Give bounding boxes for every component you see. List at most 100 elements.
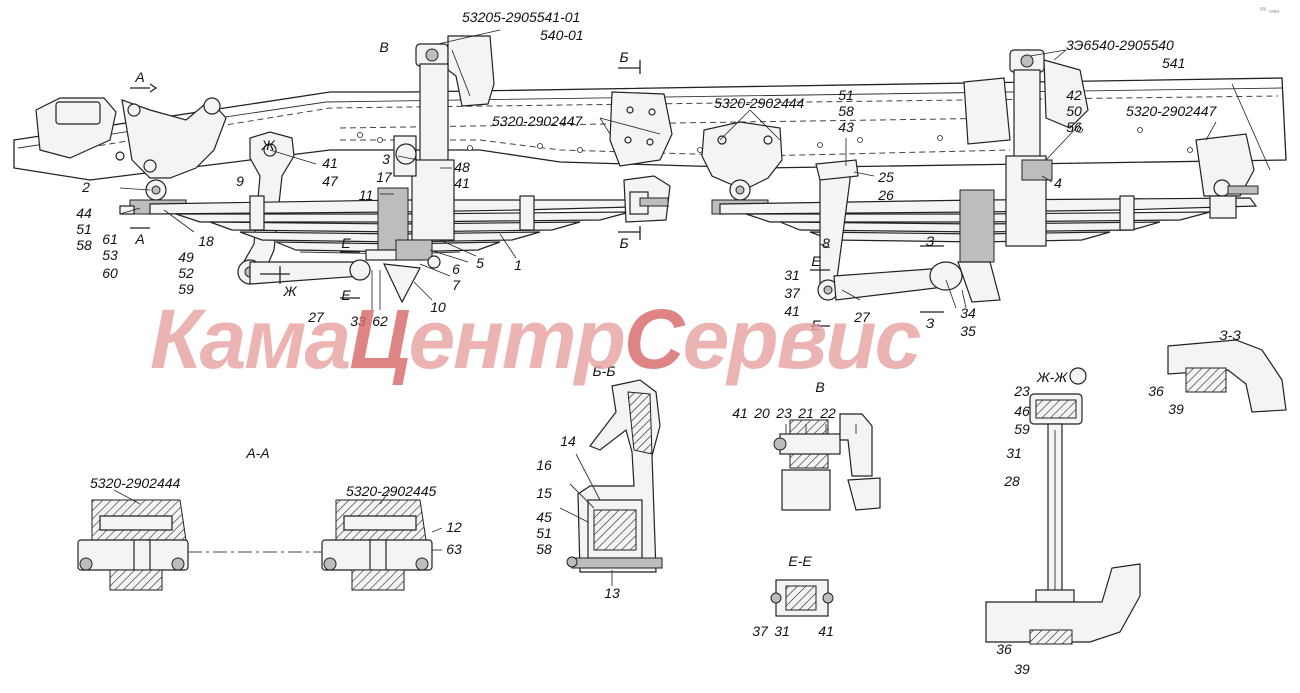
callout: 58 bbox=[838, 103, 854, 119]
watermark-part5: ервис bbox=[683, 292, 921, 386]
part-number-label: 541 bbox=[1162, 55, 1185, 71]
callout: 37 bbox=[784, 285, 801, 301]
section-aa-left bbox=[77, 489, 189, 591]
callout: 53 bbox=[102, 247, 118, 263]
part-number-label: 3Э6540-2905540 bbox=[1066, 37, 1174, 53]
section-ee bbox=[770, 579, 834, 617]
callout: 60 bbox=[102, 265, 118, 281]
callout: 13 bbox=[604, 585, 620, 601]
callout: 50 bbox=[1066, 103, 1082, 119]
callout: 51 bbox=[536, 525, 552, 541]
part-number-label: 5320-2902444 bbox=[90, 475, 181, 491]
callout: 31 bbox=[1006, 445, 1022, 461]
front-stabiliser-link bbox=[249, 259, 371, 285]
rear-leaf-spring bbox=[719, 189, 1258, 263]
callout: 2 bbox=[81, 179, 90, 195]
section-title: Е-Е bbox=[788, 553, 812, 569]
part-number-label: 5320-2902445 bbox=[346, 483, 437, 499]
callout: 41 bbox=[784, 303, 800, 319]
callout: 21 bbox=[797, 405, 814, 421]
rear-end-bracket bbox=[1195, 133, 1259, 219]
callout: 58 bbox=[536, 541, 552, 557]
callout: 59 bbox=[1014, 421, 1030, 437]
callout: 31 bbox=[774, 623, 790, 639]
view-mark: А bbox=[134, 231, 144, 247]
callout: 59 bbox=[178, 281, 194, 297]
callout: 41 bbox=[454, 175, 470, 191]
callout: 34 bbox=[960, 305, 976, 321]
callout: 27 bbox=[307, 309, 325, 325]
callout: 39 bbox=[1014, 661, 1030, 677]
rear-stabiliser-arm bbox=[815, 159, 1001, 303]
callout: 61 bbox=[102, 231, 118, 247]
part-number-label: 5320-2902447 bbox=[1126, 103, 1218, 119]
callout: 49 bbox=[178, 249, 194, 265]
callout: 56 bbox=[1066, 119, 1082, 135]
callout: 16 bbox=[536, 457, 552, 473]
corner-mark: ˢᵗᵉ ₂ₐₐₐ bbox=[1260, 7, 1279, 14]
callout: 23 bbox=[775, 405, 792, 421]
callout: 17 bbox=[376, 169, 393, 185]
callout: 15 bbox=[536, 485, 552, 501]
callout: 3 bbox=[382, 151, 390, 167]
section-cut-lines bbox=[130, 60, 944, 327]
rear-front-hanger bbox=[701, 121, 783, 215]
section-zhzh bbox=[985, 367, 1141, 645]
callout: 51 bbox=[838, 87, 854, 103]
callout: 63 bbox=[446, 541, 462, 557]
callout: 47 bbox=[322, 173, 339, 189]
callout: 44 bbox=[76, 205, 92, 221]
callout: 12 bbox=[446, 519, 462, 535]
callout: 8 bbox=[822, 235, 830, 251]
section-v bbox=[773, 413, 881, 511]
callout: 41 bbox=[818, 623, 834, 639]
section-aa-right bbox=[321, 489, 443, 591]
callout: 46 bbox=[1014, 403, 1030, 419]
section-title: З-З bbox=[1219, 327, 1241, 343]
callout: 20 bbox=[753, 405, 770, 421]
callout: 37 bbox=[752, 623, 769, 639]
view-mark: Ж bbox=[283, 283, 298, 299]
callout: 36 bbox=[1148, 383, 1164, 399]
section-title: Ж-Ж bbox=[1036, 369, 1069, 385]
callout: 7 bbox=[452, 277, 461, 293]
callout: 27 bbox=[853, 309, 871, 325]
callout: 28 bbox=[1003, 473, 1020, 489]
section-title: В bbox=[815, 379, 824, 395]
frame-bolt-holes bbox=[357, 127, 1193, 153]
callout: 58 bbox=[76, 237, 92, 253]
view-mark: Б bbox=[619, 49, 628, 65]
section-title: А-А bbox=[245, 445, 269, 461]
watermark-text: КамаЦентрСервис bbox=[150, 292, 921, 386]
watermark-part4: С bbox=[624, 292, 686, 386]
front-spring-hanger bbox=[35, 97, 227, 215]
callout: 14 bbox=[560, 433, 576, 449]
callout: 41 bbox=[732, 405, 748, 421]
callout: 35 bbox=[960, 323, 976, 339]
watermark-part3: ентр bbox=[408, 292, 623, 386]
callout: 33 bbox=[350, 313, 366, 329]
part-number-label: 5320-2902447 bbox=[492, 113, 584, 129]
callout: 31 bbox=[784, 267, 800, 283]
callout: 1 bbox=[514, 257, 522, 273]
rear-shock-absorber bbox=[963, 49, 1089, 247]
callout: 39 bbox=[1168, 401, 1184, 417]
callout: 45 bbox=[536, 509, 552, 525]
callout: 4 bbox=[1054, 175, 1062, 191]
view-mark: З bbox=[926, 315, 935, 331]
callout: 41 bbox=[322, 155, 338, 171]
watermark-part1: Кама bbox=[150, 292, 349, 386]
section-title: Б-Б bbox=[593, 363, 616, 379]
part-number-label: 5320-2902444 bbox=[714, 95, 805, 111]
section-bb bbox=[559, 379, 663, 586]
view-mark: Е bbox=[811, 253, 821, 269]
callout: 18 bbox=[198, 233, 214, 249]
view-mark: В bbox=[379, 39, 388, 55]
callout: 9 bbox=[236, 173, 244, 189]
callout: 42 bbox=[1066, 87, 1082, 103]
callout: 22 bbox=[819, 405, 836, 421]
leader-lines bbox=[119, 29, 1271, 310]
front-shock-absorber bbox=[382, 35, 495, 304]
